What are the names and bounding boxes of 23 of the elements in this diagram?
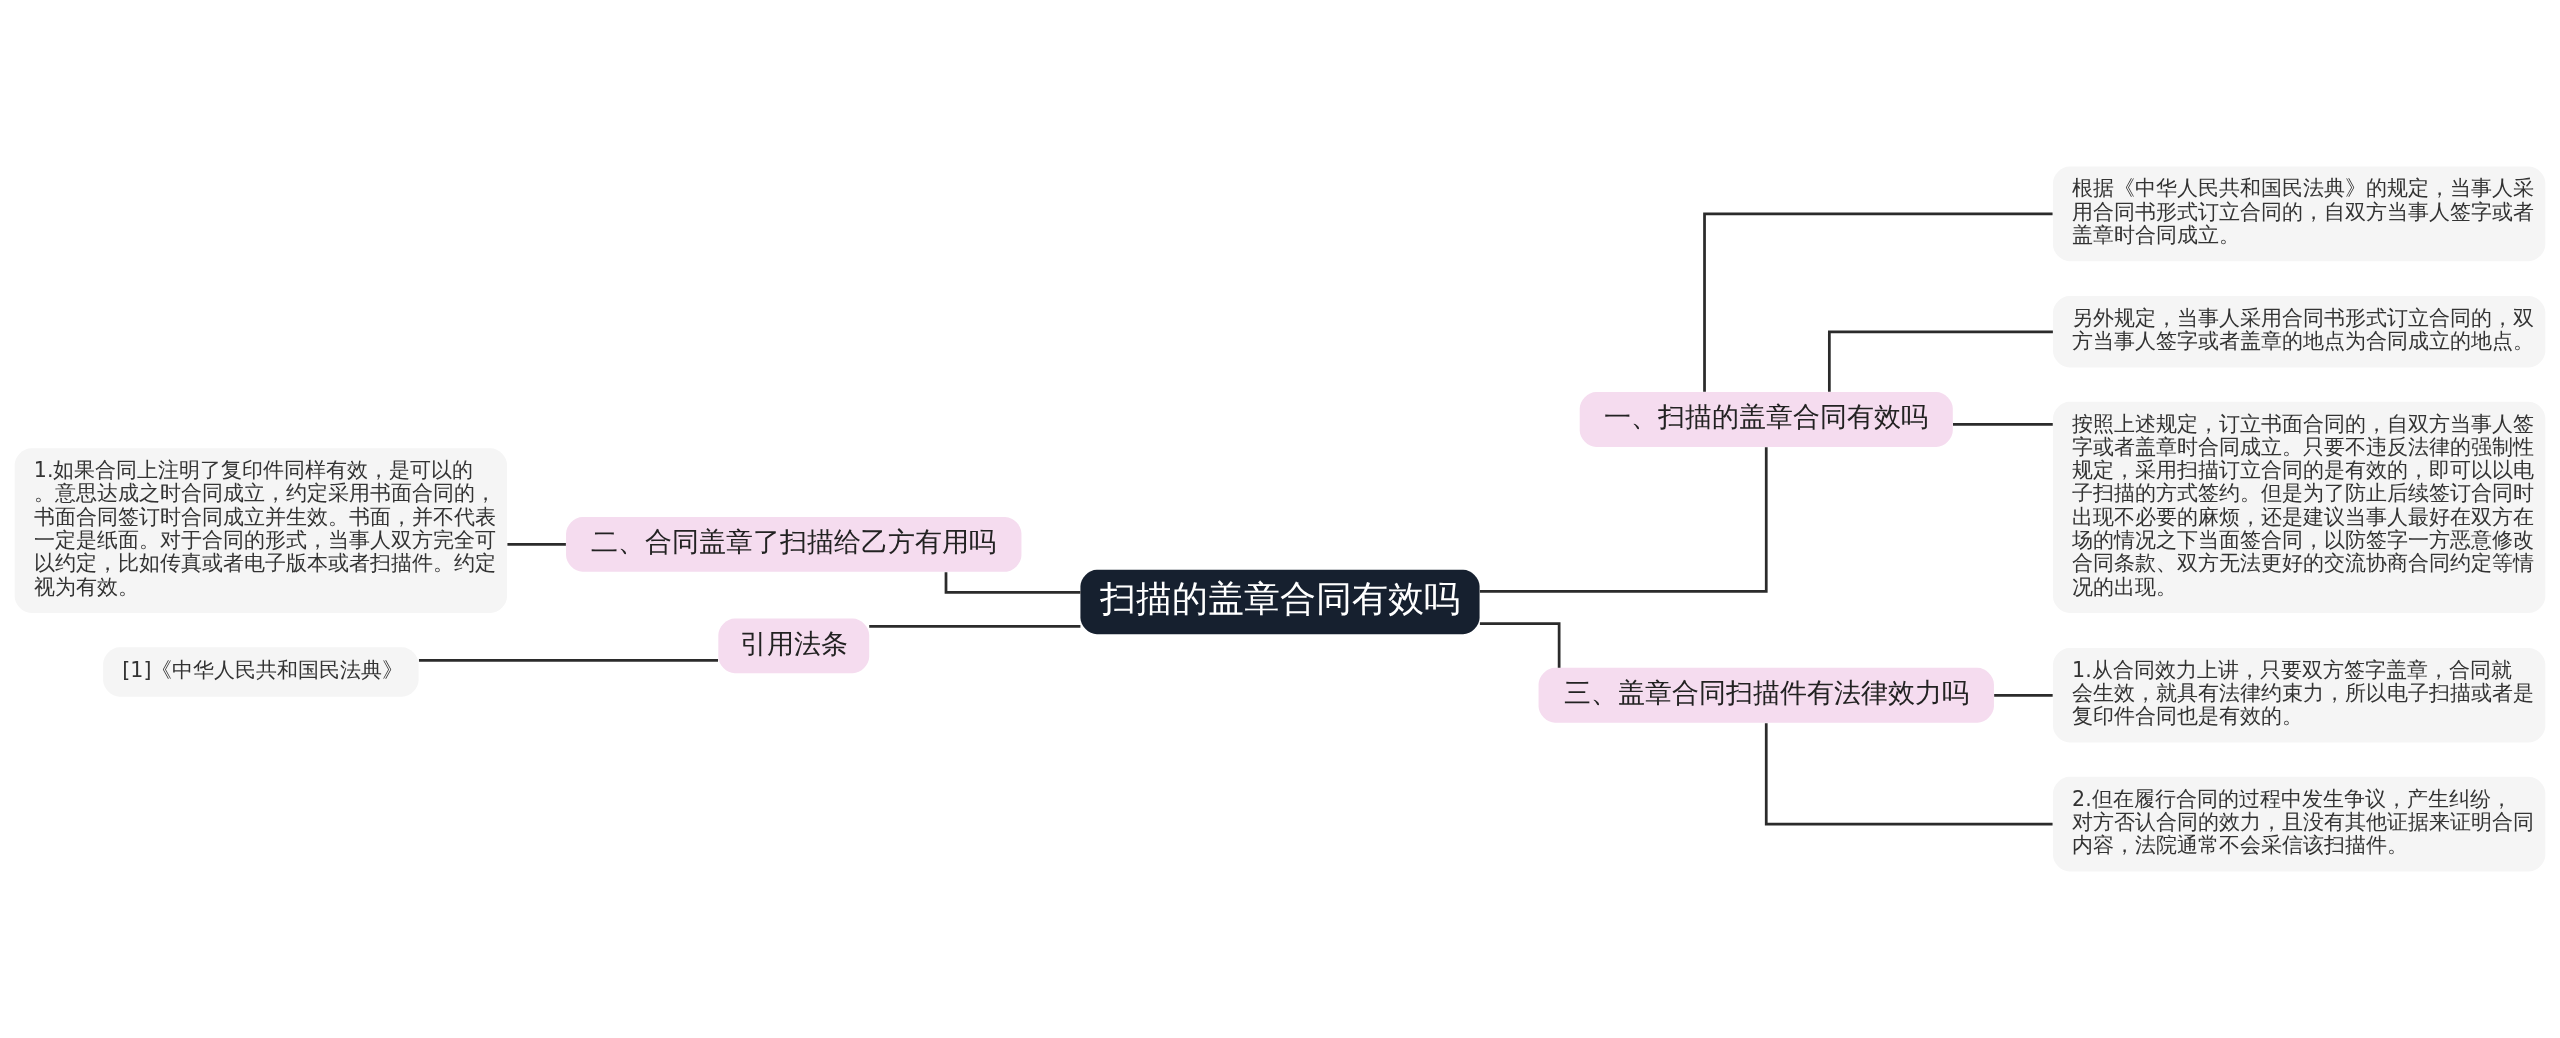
connector [869, 624, 1081, 628]
connector [1479, 622, 1561, 668]
connector [1703, 212, 2053, 392]
node-box: 一、扫描的盖章合同有效吗 [1579, 392, 1953, 447]
node-box: [1]《中华人民共和国民法典》 [103, 647, 419, 697]
node-box: 另外规定，当事人采用合同书形式订立合同的，双方当事人签字或者盖章的地点为合同成立的地点。 [2052, 296, 2546, 368]
node-box: 引用法条 [718, 618, 870, 674]
connector [1994, 693, 2053, 697]
connector [507, 543, 566, 546]
node-box: 二、合同盖章了扫描给乙方有用吗 [566, 516, 1022, 572]
connector [1953, 423, 2053, 426]
node-box: 根据《中华人民共和国民法典》的规定，当事人采用合同书形式订立合同的，自双方当事人签字或者盖章时合同成立。 [2052, 166, 2546, 262]
node-box: 1.如果合同上注明了复印件同样有效，是可以的。意思达成之时合同成立，约定采用书面合同的，书面合同签订时合同成立并生效。书面，并不代表一定是纸面。对于合同的形式，当事人双方完全可以约定，比如传真或者电子版本或者扫描件。约定视为有效。 [14, 448, 508, 613]
node-box: 1.从合同效力上讲，只要双方签字盖章，合同就会生效，就具有法律约束力，所以电子扫描或者是复印件合同也是有效的。 [2052, 647, 2546, 743]
node-box: 扫描的盖章合同有效吗 [1080, 569, 1480, 635]
connector [944, 572, 1081, 594]
node-box: 2.但在履行合同的过程中发生争议，产生纠纷，对方否认合同的效力，且没有其他证据来证明合同内容，法院通常不会采信该扫描件。 [2052, 776, 2546, 872]
node-box: 按照上述规定，订立书面合同的，自双方当事人签字或者盖章时合同成立。只要不违反法律的强制性规定，采用扫描订立合同的是有效的，即可以以电子扫描的方式签约。但是为了防止后续签订合同时出现不必要的麻烦，还是建议当事人最好在双方在场的情况之下当面签合同，以防签字一方恶意修改合同条款、双方无法更好的交流协商合同约定等情况的出现。 [2052, 401, 2546, 613]
node-box: 三、盖章合同扫描件有法律效力吗 [1538, 667, 1994, 723]
connector [1827, 330, 2053, 392]
connector [1479, 447, 1768, 593]
connector [1764, 723, 2053, 826]
connector [418, 658, 719, 662]
